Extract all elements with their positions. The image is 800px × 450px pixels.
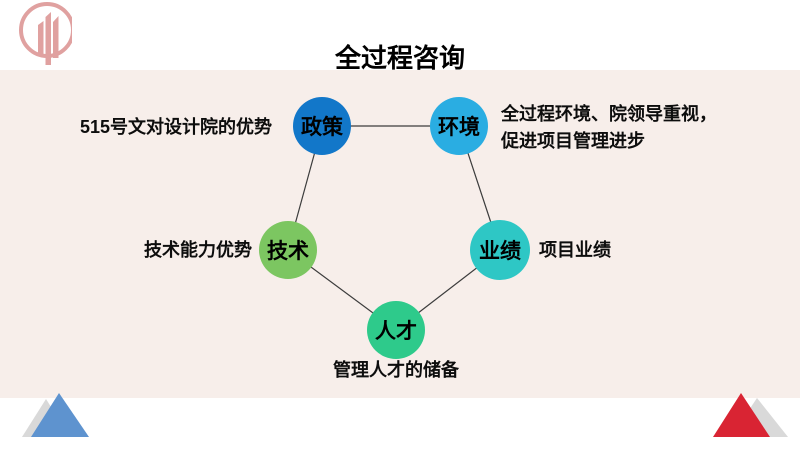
annotation-technology: 技术能力优势 [144,240,252,260]
left-shadow-triangle [22,399,70,437]
logo-bars [38,12,59,65]
annotation-environment: 全过程环境、院领导重视， 促进项目管理进步 [501,101,726,155]
left-blue-triangle [31,393,89,437]
right-red-triangle [713,393,770,437]
node-performance-label: 业绩 [479,240,521,263]
node-policy: 政策 [293,97,351,155]
building-logo-icon [19,2,72,65]
node-talent-label: 人才 [375,320,417,343]
node-technology-label: 技术 [267,240,309,263]
node-technology: 技术 [259,221,317,279]
slide-title: 全过程咨询 [334,43,465,73]
annotation-environment-line1: 全过程环境、院领导重视， [501,104,717,124]
node-environment-label: 环境 [438,116,480,139]
annotation-performance: 项目业绩 [539,240,611,260]
annotation-policy: 515号文对设计院的优势 [79,117,272,137]
node-talent: 人才 [367,301,425,359]
annotation-talent: 管理人才的储备 [333,360,459,380]
node-performance: 业绩 [470,220,530,280]
node-environment: 环境 [430,97,488,155]
node-policy-label: 政策 [301,116,343,139]
right-shadow-triangle [731,398,788,437]
corner-triangles [22,393,788,437]
annotation-environment-line2: 促进项目管理进步 [501,131,645,151]
header-band: 全过程咨询 [0,0,800,73]
